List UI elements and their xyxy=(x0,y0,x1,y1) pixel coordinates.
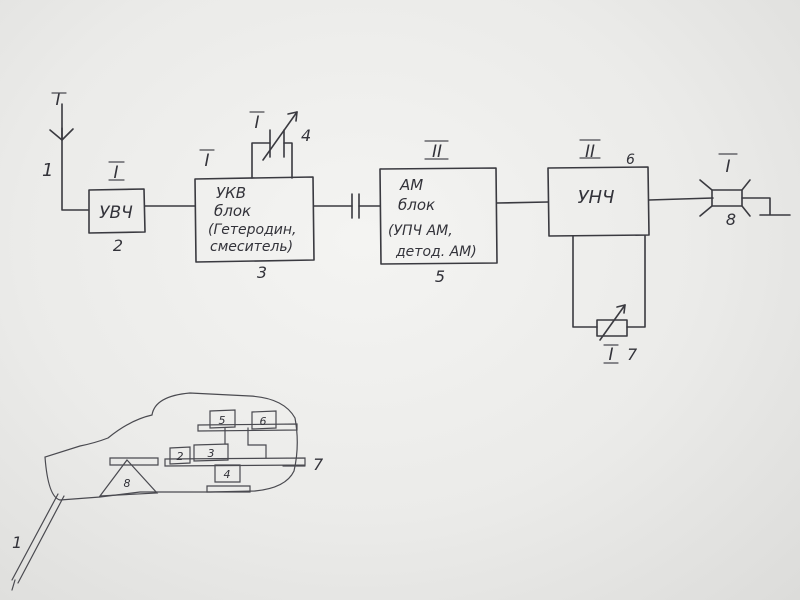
wire xyxy=(648,197,714,201)
am-line-4: детод. АМ) xyxy=(395,244,477,260)
sketch-number-8: 8 xyxy=(124,477,131,490)
speaker-symbol xyxy=(699,179,791,217)
ukv-group-label: I xyxy=(204,151,209,171)
sketch-speaker xyxy=(98,459,159,497)
sketch-number-5: 5 xyxy=(219,414,226,427)
sketch-number-1: 1 xyxy=(12,533,22,552)
sketch-number-3: 3 xyxy=(208,447,215,460)
layout-sketch: 5 6 2 3 4 8 1 7 xyxy=(11,392,324,591)
speaker-group-label: I xyxy=(725,157,730,177)
uvch-label: УВЧ xyxy=(99,203,133,223)
sketch-number-2: 2 xyxy=(177,450,184,463)
sketch-number-4: 4 xyxy=(224,468,231,481)
speaker-number: 8 xyxy=(726,210,736,229)
sketch-number-7: 7 xyxy=(313,455,324,474)
tuning-capacitor xyxy=(251,111,298,179)
am-line-3: (УПЧ АМ, xyxy=(388,223,453,239)
unch-block xyxy=(547,166,650,237)
wire xyxy=(496,201,549,204)
antenna-number: 1 xyxy=(42,160,53,181)
am-line-2: блок xyxy=(398,196,435,214)
ukv-number: 3 xyxy=(257,263,267,282)
am-line-1: АМ xyxy=(399,176,423,194)
lower-board xyxy=(164,457,306,467)
unch-label: УНЧ xyxy=(578,187,615,208)
unch-number: 6 xyxy=(626,152,635,168)
ukv-block xyxy=(194,176,315,263)
resistor-number: 7 xyxy=(627,345,638,364)
sketch-block-5 xyxy=(209,409,236,429)
sketch-block-4 xyxy=(214,464,241,483)
resistor-group-label: I xyxy=(608,345,613,365)
upper-board xyxy=(197,423,298,432)
antenna-symbol xyxy=(49,103,89,211)
coupling-capacitor xyxy=(313,193,381,219)
sketch-speaker-top xyxy=(109,457,159,466)
tuning-cap-group-label: I xyxy=(254,113,259,133)
sketch-block-2 xyxy=(169,446,191,465)
sketch-block-6 xyxy=(251,410,277,430)
uvch-group-label: I xyxy=(113,163,118,183)
uvch-block xyxy=(88,188,146,234)
am-block xyxy=(379,167,498,265)
ukv-line-1: УКВ xyxy=(216,184,246,202)
ukv-line-4: смеситель) xyxy=(210,239,293,255)
ukv-line-3: (Гетеродин, xyxy=(208,222,296,238)
unch-group-label: II xyxy=(585,142,595,162)
sketch-block-3 xyxy=(193,443,229,462)
case-outline xyxy=(44,392,298,501)
sketch-number-6: 6 xyxy=(260,415,267,428)
tuning-cap-number: 4 xyxy=(301,126,311,145)
sketch-base xyxy=(206,485,251,493)
uvch-number: 2 xyxy=(113,236,123,255)
am-number: 5 xyxy=(435,267,445,286)
ukv-line-2: блок xyxy=(214,202,251,220)
am-group-label: II xyxy=(432,142,442,162)
volume-resistor-loop xyxy=(572,235,646,341)
antenna-group-label: I xyxy=(55,90,60,110)
